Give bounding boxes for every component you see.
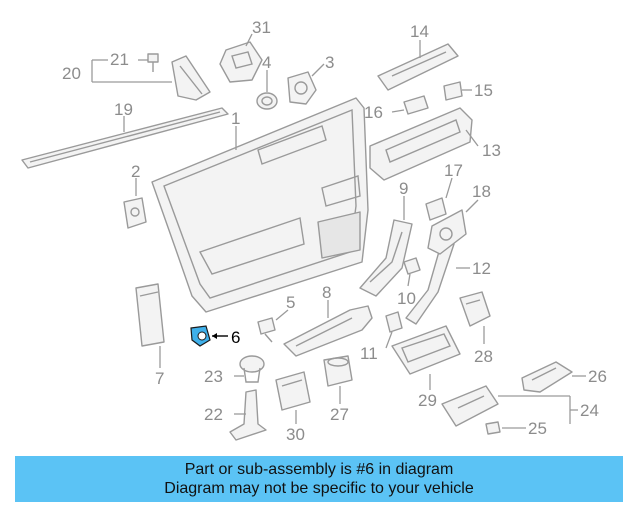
part-20-mirror-cover — [91, 55, 211, 101]
callout-1: 1 — [231, 109, 240, 128]
part-10-plug — [403, 257, 421, 287]
callout-15: 15 — [474, 81, 493, 100]
part-23-grommet — [234, 355, 265, 383]
callout-11: 11 — [360, 344, 378, 363]
callout-19: 19 — [114, 100, 133, 119]
part-25-screw — [485, 421, 526, 435]
callout-6-highlighted: 6 — [231, 328, 240, 347]
callout-12: 12 — [472, 259, 491, 278]
callout-17: 17 — [444, 161, 463, 180]
callout-25: 25 — [528, 419, 547, 438]
part-12-trim — [405, 243, 470, 325]
part-27-knob — [323, 355, 353, 404]
callout-5: 5 — [286, 293, 295, 312]
callout-16: 16 — [364, 103, 383, 122]
part-8-armrest — [283, 300, 373, 357]
part-17-mirror-switch — [425, 177, 453, 221]
part-16-switch — [391, 95, 429, 115]
part-26-door-handle — [521, 361, 586, 393]
callout-21: 21 — [110, 50, 129, 69]
info-banner: Part or sub-assembly is #6 in diagram Di… — [15, 456, 623, 502]
part-14-bezel — [377, 40, 459, 91]
callout-24: 24 — [580, 401, 599, 420]
callout-4: 4 — [262, 53, 271, 72]
part-19-moulding — [21, 107, 229, 169]
callout-14: 14 — [410, 22, 429, 41]
part-13-switch-panel — [369, 107, 479, 181]
callout-23: 23 — [204, 367, 223, 386]
callout-18: 18 — [472, 182, 491, 201]
callout-27: 27 — [330, 405, 349, 424]
part-1-door-panel — [151, 97, 369, 313]
part-30-switch — [275, 371, 311, 424]
parts-diagram: 1 2 3 4 5 6 7 8 9 10 11 12 13 14 15 16 1… — [21, 18, 607, 444]
part-2-bracket — [123, 178, 147, 229]
part-24-handle-bracket — [441, 385, 578, 427]
part-21-screw — [138, 53, 159, 72]
part-3-tweeter — [287, 63, 325, 105]
callout-10: 10 — [397, 289, 416, 308]
callout-22: 22 — [204, 405, 223, 424]
banner-line-disclaimer: Diagram may not be specific to your vehi… — [164, 480, 474, 497]
part-4-grommet — [256, 70, 278, 110]
callout-2: 2 — [131, 162, 140, 181]
part-18-mirror-bezel — [427, 199, 479, 255]
callout-9: 9 — [399, 179, 408, 198]
callout-13: 13 — [482, 141, 501, 160]
callout-8: 8 — [322, 283, 331, 302]
part-11-clip — [385, 311, 403, 349]
callout-7: 7 — [155, 369, 164, 388]
callout-29: 29 — [418, 391, 437, 410]
callout-26: 26 — [588, 367, 607, 386]
part-7-pad — [135, 283, 165, 368]
part-5-screw — [257, 309, 289, 343]
banner-line-part-number: Part or sub-assembly is #6 in diagram — [184, 461, 454, 478]
part-15-switch — [443, 81, 472, 101]
callout-28: 28 — [474, 347, 493, 366]
part-6-clip-highlighted — [190, 325, 228, 347]
part-9-pull-handle — [359, 196, 413, 297]
part-29-master-switch — [391, 325, 461, 390]
part-31-switch — [219, 33, 263, 83]
part-28-switch — [459, 291, 491, 344]
callout-3: 3 — [325, 53, 334, 72]
callout-30: 30 — [286, 425, 305, 444]
part-22-bracket — [229, 389, 267, 441]
callout-31: 31 — [252, 18, 271, 37]
callout-20: 20 — [62, 64, 81, 83]
